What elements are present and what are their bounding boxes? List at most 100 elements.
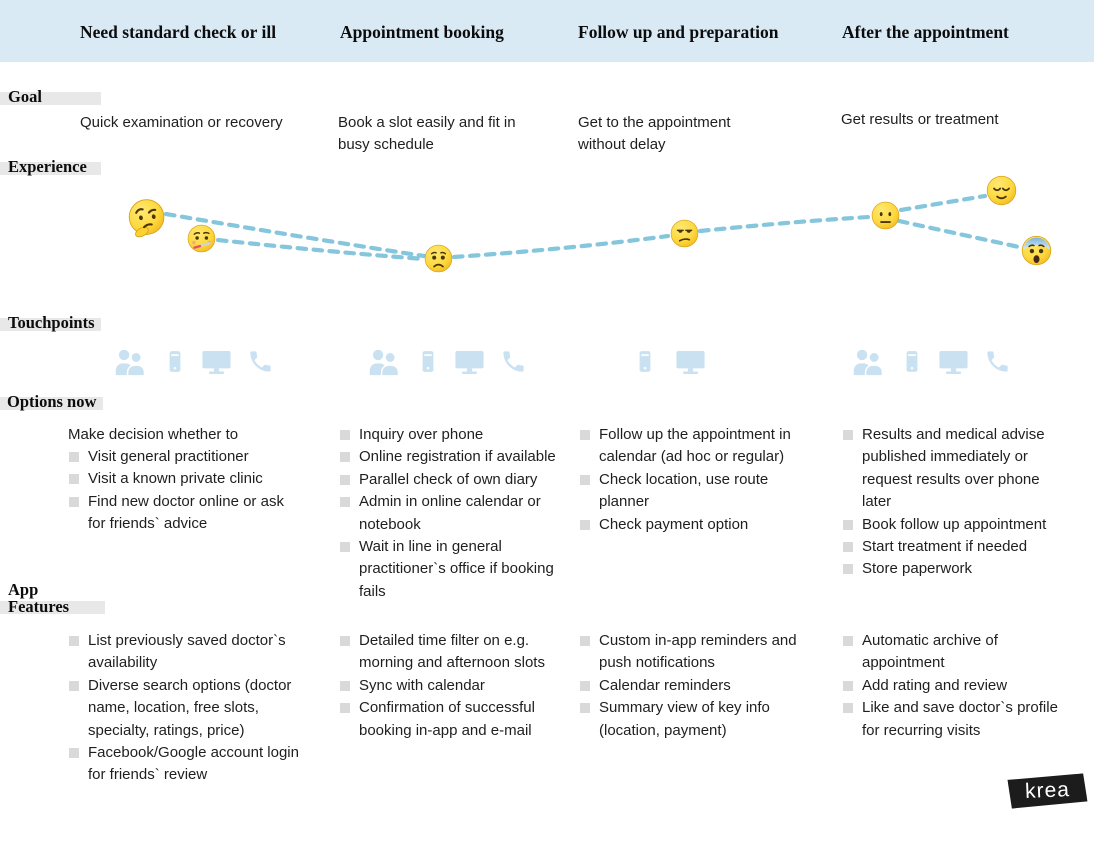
feature-item: List previously saved doctor`s availabil… [69,630,304,675]
phone-icon [247,348,274,380]
feature-item-text: Automatic archive of appointment [862,632,998,672]
label-highlight [0,601,105,614]
bullet-square-icon [340,497,350,508]
bullet-square-icon [843,542,853,553]
mobile-icon [633,348,657,380]
option-item: Admin in online calendar or notebook [340,491,578,536]
feature-item-text: Diverse search options (doctor name, loc… [88,676,292,739]
option-item: Find new doctor online or ask for friend… [69,491,294,536]
bullet-square-icon [843,519,853,530]
monitor-icon [201,348,232,380]
feature-item-list: List previously saved doctor`s availabil… [69,630,304,787]
feature-item-text: Facebook/Google account login for friend… [88,744,299,784]
option-item: Store paperwork [843,558,1068,580]
feature-item-text: Like and save doctor`s profile for recur… [862,699,1058,739]
option-item: Parallel check of own diary [340,469,578,491]
bullet-square-icon [340,636,350,646]
feature-item: Add rating and review [843,675,1078,697]
row-label-app: App [8,580,39,599]
mobile-icon [416,348,440,380]
emoji-sick-face [186,223,217,259]
row-label-experience: Experience [8,157,87,176]
feature-item-list: Custom in-app reminders and push notific… [580,630,815,742]
header-band [0,0,1094,62]
bullet-square-icon [69,474,79,485]
feature-item: Confirmation of successful booking in-ap… [340,697,578,742]
option-item-text: Check location, use route planner [599,470,769,511]
monitor-icon [938,348,969,380]
option-item-text: Inquiry over phone [359,426,484,443]
feature-item-text: Sync with calendar [359,676,485,694]
bullet-square-icon [580,430,590,440]
feature-item-text: Custom in-app reminders and push notific… [599,632,797,672]
option-item: Inquiry over phone [340,424,578,446]
monitor-icon [675,348,706,380]
option-item-text: Store paperwork [862,560,973,578]
goal-text: Book a slot easily and fit in busy sched… [338,114,516,153]
option-item-list: Follow up the appointment in calendar (a… [580,424,812,536]
bullet-square-icon [843,636,853,646]
emoji-unamused-face [669,218,700,254]
bullet-square-icon [69,748,79,759]
option-item-text: Parallel check of own diary [359,470,538,488]
phone-icon [984,348,1011,380]
bullet-square-icon [843,430,853,440]
feature-item: Detailed time filter on e.g. morning and… [340,630,578,675]
emoji-neutral-face [870,200,901,236]
bullet-square-icon [69,680,79,691]
people-icon [368,348,402,381]
emoji-worried-face [423,243,454,279]
feature-item-text: Confirmation of successful booking in-ap… [359,699,535,739]
bullet-square-icon [580,680,590,691]
people-icon [852,348,886,381]
column-header: Follow up and preparation [578,22,779,42]
option-item-text: Book follow up appointment [862,515,1047,533]
option-item: Results and medical advise published imm… [843,424,1068,514]
row-label-options: Options now [7,392,97,411]
people-icon [114,348,148,381]
bullet-square-icon [340,430,350,440]
option-item: Wait in line in general practitioner`s o… [340,536,578,603]
bullet-square-icon [340,452,350,463]
phone-icon [500,348,527,380]
goal-text: Get to the appointment without delay [578,114,731,153]
label-highlight [0,162,101,175]
option-item: Visit general practitioner [69,446,294,468]
bullet-square-icon [69,452,79,462]
bullet-square-icon [340,680,350,691]
option-item: Follow up the appointment in calendar (a… [580,424,812,469]
feature-item-text: List previously saved doctor`s availabil… [88,632,286,672]
feature-item-text: Add rating and review [862,676,1008,694]
column-header: Appointment booking [340,22,504,42]
option-item-text: Results and medical advise published imm… [862,426,1045,511]
feature-item: Automatic archive of appointment [843,630,1078,675]
row-label-goal: Goal [8,87,42,106]
bullet-square-icon [340,703,350,714]
bullet-square-icon [580,636,590,646]
column-header: After the appointment [842,22,1009,42]
option-item: Start treatment if needed [843,536,1068,558]
option-item: Check payment option [580,514,812,536]
feature-item-text: Summary view of key info (location, paym… [599,699,770,739]
option-item-text: Start treatment if needed [862,538,1028,556]
bullet-square-icon [580,703,590,714]
feature-item: Like and save doctor`s profile for recur… [843,697,1078,742]
row-label-touchpoints: Touchpoints [8,313,95,332]
feature-item: Custom in-app reminders and push notific… [580,630,815,675]
emoji-relieved-face [985,174,1018,212]
option-item-text: Follow up the appointment in calendar (a… [599,426,791,466]
feature-item-text: Detailed time filter on e.g. morning and… [359,632,545,672]
feature-item: Facebook/Google account login for friend… [69,742,304,787]
label-highlight [0,397,103,410]
goal-text: Get results or treatment [841,111,999,128]
option-item-list: Results and medical advise published imm… [843,424,1068,581]
bullet-square-icon [843,564,853,575]
bullet-square-icon [580,474,590,485]
option-item: Check location, use route planner [580,469,812,514]
bullet-square-icon [580,519,590,530]
label-highlight [0,92,101,105]
